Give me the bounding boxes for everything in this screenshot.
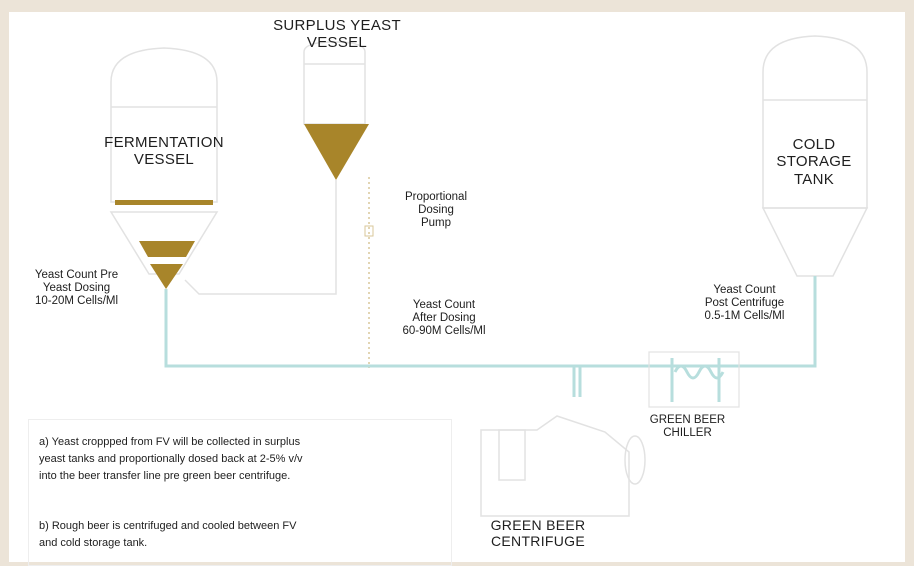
fermentation-vessel-label: FERMENTATION VESSEL: [104, 134, 224, 169]
yeast-count-post-label: Yeast Count Post Centrifuge 0.5-1M Cells…: [704, 284, 785, 323]
cold-storage-tank-shape: [761, 35, 869, 277]
centrifuge-shape: [480, 415, 646, 517]
fermentation-yeast-cone: [150, 264, 183, 289]
chiller-body: [648, 351, 740, 408]
process-diagram: [109, 35, 869, 517]
fermentation-vessel-shape: [109, 47, 219, 275]
diagram-canvas: SURPLUS YEAST VESSEL FERMENTATION VESSEL…: [9, 12, 905, 566]
note-a: a) Yeast croppped from FV will be collec…: [39, 436, 303, 483]
surplus-yeast-vessel-label: SURPLUS YEAST VESSEL: [273, 17, 401, 52]
surplus-yeast-cone: [304, 124, 369, 180]
fermentation-yeast-layer-upper: [139, 241, 195, 257]
cold-storage-tank-label: COLD STORAGE TANK: [776, 136, 852, 188]
note-b: b) Rough beer is centrifuged and cooled …: [39, 520, 297, 550]
surplus-yeast-vessel-shape: [303, 41, 366, 125]
green-beer-chiller-label: GREEN BEER CHILLER: [649, 414, 726, 440]
fermentation-yeast-band: [115, 200, 213, 205]
beer-transfer-line: [164, 276, 817, 368]
yeast-count-after-label: Yeast Count After Dosing 60-90M Cells/Ml: [402, 299, 486, 338]
dosing-pump-label: Proportional Dosing Pump: [404, 191, 467, 230]
yeast-count-pre-label: Yeast Count Pre Yeast Dosing 10-20M Cell…: [34, 269, 119, 308]
green-beer-centrifuge-label: GREEN BEER CENTRIFUGE: [490, 517, 586, 550]
dosing-pump-symbol: [364, 225, 374, 237]
notes-box: a) Yeast croppped from FV will be collec…: [28, 419, 452, 566]
surplus-return-line: [184, 180, 337, 295]
chiller-coil: [670, 358, 725, 402]
